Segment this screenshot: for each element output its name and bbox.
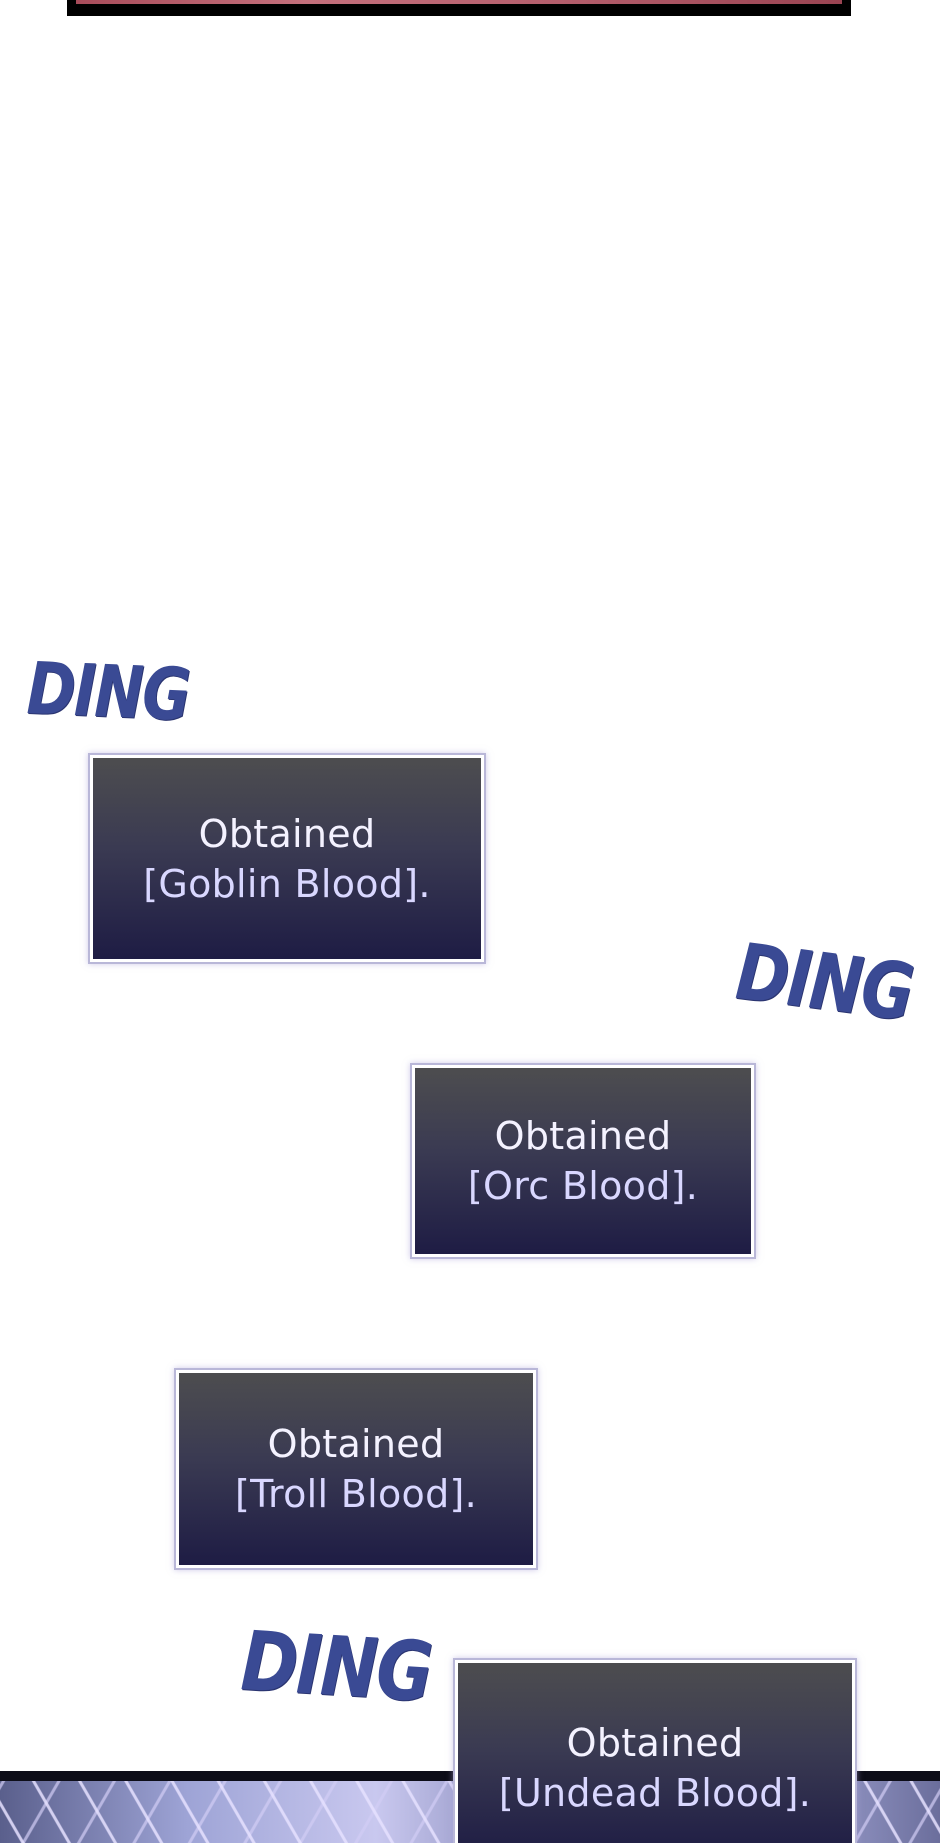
notification-item: [Undead Blood]. (498, 1771, 812, 1815)
ding-sound-effect-2: DING (732, 927, 916, 1040)
notification-label: Obtained (566, 1721, 744, 1765)
ding-sound-effect-1: DING (25, 646, 191, 737)
notification-item: [Goblin Blood]. (143, 861, 431, 906)
notification-label: Obtained (267, 1422, 445, 1466)
top-panel-edge (67, 0, 851, 16)
ding-sound-effect-3: DING (239, 1614, 434, 1721)
notification-box-orc-blood: Obtained [Orc Blood]. (410, 1063, 756, 1259)
notification-text: Obtained [Undead Blood]. (499, 1718, 811, 1818)
notification-label: Obtained (494, 1114, 672, 1158)
notification-label: Obtained (198, 811, 376, 856)
notification-item: [Troll Blood]. (234, 1472, 478, 1516)
top-panel-image (76, 0, 842, 4)
notification-box-undead-blood: Obtained [Undead Blood]. (453, 1658, 857, 1843)
notification-box-goblin-blood: Obtained [Goblin Blood]. (88, 753, 486, 964)
notification-box-troll-blood: Obtained [Troll Blood]. (174, 1368, 538, 1570)
notification-item: [Orc Blood]. (467, 1164, 699, 1208)
notification-text: Obtained [Goblin Blood]. (143, 809, 431, 909)
notification-text: Obtained [Troll Blood]. (235, 1419, 477, 1519)
notification-text: Obtained [Orc Blood]. (468, 1111, 698, 1211)
